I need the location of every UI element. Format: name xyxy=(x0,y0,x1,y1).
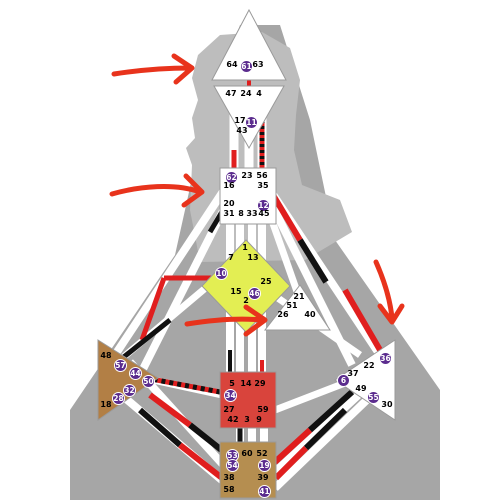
heart-center xyxy=(263,284,331,331)
gate-label-2: 2 xyxy=(243,296,249,305)
gate-label-58: 58 xyxy=(223,485,235,494)
gate-label-37: 37 xyxy=(347,369,359,378)
gate-label-43: 43 xyxy=(236,126,248,135)
gate-label-4: 4 xyxy=(256,89,262,98)
gate-label-64: 64 xyxy=(226,60,238,69)
gate-label-8: 8 xyxy=(238,209,244,218)
gate-label-15: 15 xyxy=(230,287,242,296)
gate-label-10: 10 xyxy=(215,267,228,280)
arrow-solar-plexus xyxy=(373,259,405,325)
gate-label-36: 36 xyxy=(379,352,392,365)
gate-label-7: 7 xyxy=(228,253,234,262)
gate-label-22: 22 xyxy=(363,361,375,370)
gate-label-48: 48 xyxy=(100,351,112,360)
activation-throat-heart-black xyxy=(297,238,329,284)
gate-label-61: 61 xyxy=(240,60,253,73)
gate-label-56: 56 xyxy=(256,171,268,180)
channel-throat-spleen xyxy=(111,187,228,358)
gate-label-42: 42 xyxy=(227,415,239,424)
gate-label-59: 59 xyxy=(257,405,269,414)
gate-label-6: 6 xyxy=(337,374,350,387)
gate-label-50: 50 xyxy=(142,375,155,388)
channel-solar-root-2 xyxy=(272,392,375,491)
gate-label-16: 16 xyxy=(223,181,235,190)
gate-label-24: 24 xyxy=(240,89,252,98)
centers xyxy=(97,8,396,499)
gate-label-32: 32 xyxy=(123,384,136,397)
gate-label-45: 45 xyxy=(258,209,270,218)
gate-label-47: 47 xyxy=(225,89,237,98)
activation-spleen-root-2-black xyxy=(138,407,182,448)
channel-throat-spleen-2 xyxy=(136,203,230,377)
gate-label-44: 44 xyxy=(129,367,142,380)
activation-spleen-root-red xyxy=(148,392,192,428)
activation-10-red-b xyxy=(139,277,167,341)
arrow-heart xyxy=(184,304,268,337)
arrow-throat xyxy=(109,173,205,208)
gate-label-30: 30 xyxy=(381,400,393,409)
gate-label-1: 1 xyxy=(242,243,248,252)
gate-label-11: 11 xyxy=(245,116,258,129)
gate-label-49: 49 xyxy=(355,384,367,393)
gate-label-18: 18 xyxy=(100,400,112,409)
channel-throat-heart xyxy=(266,213,304,302)
gate-label-62: 62 xyxy=(225,171,238,184)
gate-label-39: 39 xyxy=(257,473,269,482)
gate-label-54: 54 xyxy=(226,459,239,472)
gate-label-29: 29 xyxy=(254,379,266,388)
gate-label-20: 20 xyxy=(223,199,235,208)
channels xyxy=(111,70,384,491)
activation-solar-root-2-black xyxy=(303,407,348,451)
activation-solar-root-black xyxy=(307,389,355,433)
gate-label-60: 60 xyxy=(241,449,253,458)
arrow-head xyxy=(111,53,195,85)
gate-label-23: 23 xyxy=(241,171,253,180)
gate-label-28: 28 xyxy=(112,392,125,405)
activation-solar-root-red xyxy=(272,427,313,465)
gate-label-35: 35 xyxy=(257,181,269,190)
gate-label-21: 21 xyxy=(293,292,305,301)
gate-label-26: 26 xyxy=(277,310,289,319)
gate-label-53: 53 xyxy=(226,449,239,462)
gate-label-55: 55 xyxy=(367,391,380,404)
head-center xyxy=(211,8,287,81)
annotation-arrows xyxy=(109,53,405,337)
gate-label-52: 52 xyxy=(256,449,268,458)
gate-label-27: 27 xyxy=(223,405,235,414)
gate-label-33: 33 xyxy=(246,209,258,218)
gate-label-19: 19 xyxy=(258,459,271,472)
gate-label-25: 25 xyxy=(260,277,272,286)
activation-spleen-root-black xyxy=(188,422,226,455)
activation-spleen-root-2-red xyxy=(178,442,224,481)
gate-label-40: 40 xyxy=(304,310,316,319)
gate-label-13: 13 xyxy=(247,253,259,262)
gate-label-38: 38 xyxy=(223,473,235,482)
activation-throat-solar-red xyxy=(342,288,383,352)
gate-label-41: 41 xyxy=(258,485,271,498)
activation-solar-root-2-red xyxy=(273,445,309,481)
gate-label-46: 46 xyxy=(248,287,261,300)
gate-label-14: 14 xyxy=(240,379,252,388)
gate-label-12: 12 xyxy=(257,199,270,212)
gate-label-5: 5 xyxy=(229,379,235,388)
gate-label-17: 17 xyxy=(234,116,246,125)
gate-label-57: 57 xyxy=(114,359,127,372)
gate-label-3: 3 xyxy=(244,415,250,424)
gate-label-9: 9 xyxy=(256,415,262,424)
activation-spleen-g-black xyxy=(118,318,172,362)
gate-label-51: 51 xyxy=(286,301,298,310)
gate-label-63: 63 xyxy=(252,60,264,69)
gate-label-31: 31 xyxy=(223,209,235,218)
gate-label-34: 34 xyxy=(224,389,237,402)
